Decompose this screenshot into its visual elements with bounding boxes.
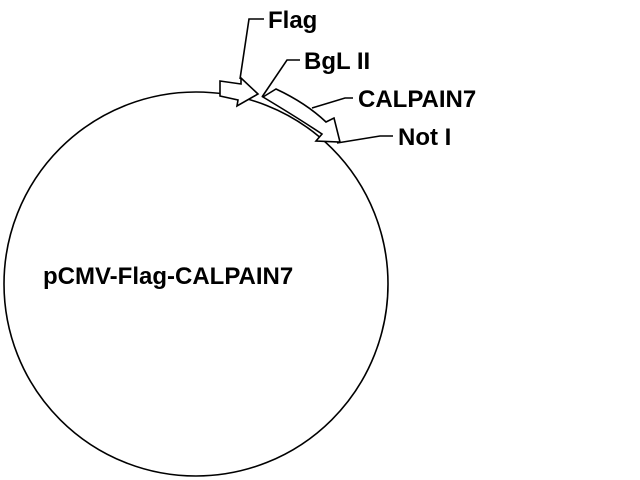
calpain7-leader-line <box>311 97 353 109</box>
bgl2-label: BgL II <box>304 48 370 75</box>
calpain7-arrow <box>261 88 342 143</box>
not1-leader-line <box>336 135 393 144</box>
plasmid-name: pCMV-Flag-CALPAIN7 <box>43 263 293 290</box>
flag-label: Flag <box>268 7 317 34</box>
bgl2-leader-line <box>261 59 300 98</box>
flag-leader-line <box>239 18 264 80</box>
plasmid-backbone <box>3 91 389 477</box>
not1-label: Not I <box>398 124 451 151</box>
calpain7-label: CALPAIN7 <box>358 86 476 113</box>
flag-arrow <box>219 76 260 108</box>
